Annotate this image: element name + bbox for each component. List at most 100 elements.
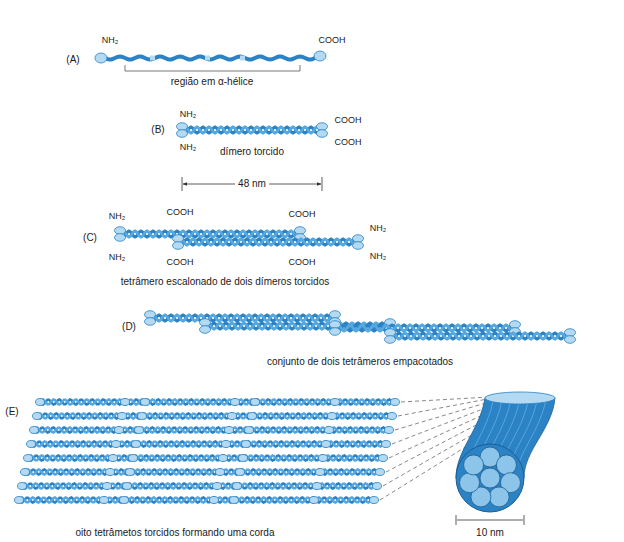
head-domain (222, 441, 231, 448)
coil-strand (182, 127, 322, 133)
terminus-label: COOH (289, 257, 316, 267)
terminus-label: NH₂ (180, 109, 197, 119)
head-domain (100, 497, 109, 504)
head-domain (231, 399, 240, 406)
caption: dímero torcido (220, 146, 284, 158)
head-domain (106, 469, 115, 476)
coil-strand (19, 498, 373, 503)
terminus-label: COOH (289, 209, 316, 219)
head-domain (353, 242, 364, 250)
terminus-label: COOH (335, 137, 362, 147)
head-domain (118, 413, 127, 420)
fiber-section (489, 487, 509, 507)
head-domain (245, 427, 254, 434)
region-bracket (125, 65, 300, 71)
coil-strand (390, 333, 570, 339)
head-domain (219, 455, 228, 462)
region-label: região em α-hélice (171, 76, 254, 88)
coil-strand (178, 239, 358, 245)
terminus-label: COOH (167, 207, 194, 217)
caption: conjunto de dois tetrâmeros empacotados (267, 356, 453, 368)
head-domain (330, 321, 341, 329)
linker-gap (205, 56, 210, 61)
head-domain (565, 336, 576, 344)
rope-bundle (456, 392, 555, 525)
head-domain (115, 427, 124, 434)
head-domain (382, 441, 391, 448)
dimension-tick (322, 177, 323, 191)
head-domain (216, 469, 225, 476)
head-domain (370, 497, 379, 504)
head-domain (36, 399, 45, 406)
head-domain (385, 427, 394, 434)
head-domain (115, 234, 126, 242)
coil-strand (22, 484, 376, 489)
head-domain (228, 413, 237, 420)
coil-strand (19, 498, 373, 503)
panel-letter: (C) (83, 232, 97, 244)
head-domain (316, 469, 325, 476)
head-domain (328, 413, 337, 420)
linker-gap (240, 56, 245, 61)
terminus-label: NH₂ (370, 251, 387, 261)
head-domain (353, 235, 364, 243)
head-domain (109, 455, 118, 462)
terminus-label: COOH (335, 115, 362, 125)
terminus-label: COOH (167, 257, 194, 267)
head-domain (330, 328, 341, 336)
coil-strand (335, 325, 515, 331)
head-domain (230, 497, 239, 504)
head-domain (120, 497, 129, 504)
head-domain (173, 235, 184, 243)
panel-letter: (A) (66, 54, 79, 66)
head-domain (173, 242, 184, 250)
head-domain (314, 51, 326, 61)
head-domain (15, 497, 24, 504)
head-domain (373, 483, 382, 490)
coil-strand (120, 231, 300, 237)
head-domain (145, 311, 156, 319)
head-domain (388, 413, 397, 420)
monomer (95, 51, 326, 71)
caption: tetrâmero escalonado de dois dímeros tor… (121, 276, 329, 288)
coil-strand (34, 428, 388, 433)
head-domain (317, 123, 328, 131)
coil-strand (40, 400, 394, 405)
head-domain (385, 336, 396, 344)
head-domain (177, 123, 188, 131)
head-domain (138, 413, 147, 420)
head-domain (30, 427, 39, 434)
coil-strand (150, 315, 335, 321)
head-domain (213, 483, 222, 490)
coil-strand (25, 470, 379, 475)
head-domain (317, 130, 328, 138)
coil-strand (37, 414, 391, 419)
head-domain (21, 469, 30, 476)
head-domain (376, 469, 385, 476)
head-domain (177, 130, 188, 138)
packed-tetramers (145, 311, 576, 344)
coil-strand (40, 400, 394, 405)
terminus-label: NH₂ (370, 223, 387, 233)
head-domain (330, 311, 341, 319)
head-domain (251, 399, 260, 406)
head-domain (132, 441, 141, 448)
coil-strand (28, 456, 382, 461)
dimension-line (457, 520, 523, 521)
fiber-section (496, 455, 516, 475)
dimension-label: 48 nm (235, 178, 269, 190)
head-domain (233, 483, 242, 490)
fiber-section (480, 468, 500, 488)
rope-body (456, 398, 555, 478)
head-domain (385, 329, 396, 337)
dimension-label: 10 nm (476, 527, 504, 539)
coil-strand (37, 414, 391, 419)
coil-strand (335, 325, 515, 331)
dimension-tick (524, 515, 525, 525)
head-domain (310, 497, 319, 504)
coil-strand (120, 231, 300, 237)
head-domain (391, 399, 400, 406)
head-domain (27, 441, 36, 448)
coil-strand (22, 484, 376, 489)
